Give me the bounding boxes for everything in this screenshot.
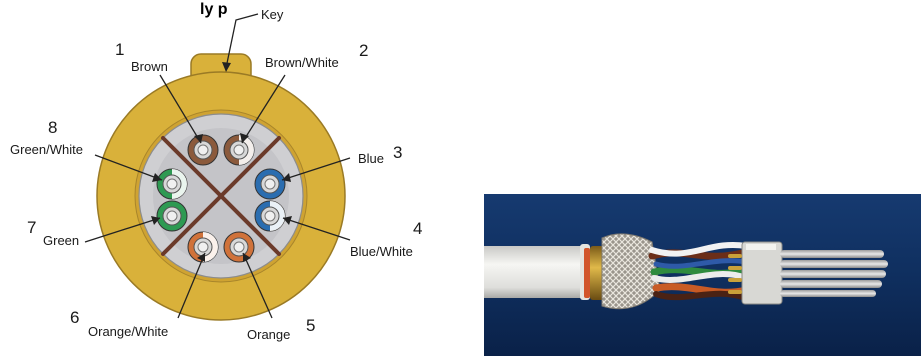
contact-pin xyxy=(780,280,882,288)
orange-ring xyxy=(584,248,590,298)
solder-cup xyxy=(728,290,742,294)
contact-pin xyxy=(780,290,876,297)
pin-4-contact xyxy=(255,201,285,231)
title-fragment: ly p xyxy=(200,1,228,18)
pin-core xyxy=(198,242,208,252)
connector-shell xyxy=(97,54,345,320)
pin-6-number: 6 xyxy=(70,308,79,327)
pin-7-contact xyxy=(157,201,187,231)
pin-core xyxy=(234,242,244,252)
contact-pin xyxy=(780,260,888,268)
contact-pin xyxy=(780,270,886,278)
pin-3-number: 3 xyxy=(393,143,402,162)
pin-2-contact xyxy=(224,135,254,165)
cable-jacket xyxy=(484,246,589,298)
contact-pin xyxy=(780,250,884,258)
pin-4-number: 4 xyxy=(413,219,422,238)
contact-insert xyxy=(742,242,782,304)
pin-3-label: Blue xyxy=(358,151,384,166)
pin-core xyxy=(265,179,275,189)
insert-highlight xyxy=(746,244,776,250)
pin-4-label: Blue/White xyxy=(350,244,413,259)
pin-1-label: Brown xyxy=(131,59,168,74)
pin-2-number: 2 xyxy=(359,41,368,60)
cable-photo xyxy=(484,194,921,356)
connector-pinout-diagram: ly p Key 1 Brown 2 xyxy=(0,0,480,356)
pin-8-contact xyxy=(157,169,187,199)
solder-cup xyxy=(728,266,742,270)
solder-cup xyxy=(728,278,742,282)
pin-5-label: Orange xyxy=(247,327,290,342)
pin-6-label: Orange/White xyxy=(88,324,168,339)
pin-8-label: Green/White xyxy=(10,142,83,157)
pin-8-number: 8 xyxy=(48,118,57,137)
pin-5-number: 5 xyxy=(306,316,315,335)
pin-7-number: 7 xyxy=(27,218,36,237)
pin-3-contact xyxy=(255,169,285,199)
solder-cup xyxy=(728,254,742,258)
pin-core xyxy=(234,145,244,155)
pin-core xyxy=(198,145,208,155)
pin-1-number: 1 xyxy=(115,40,124,59)
key-label: Key xyxy=(261,7,284,22)
pin-core xyxy=(167,179,177,189)
brown-wire xyxy=(656,294,746,298)
pin-core xyxy=(265,211,275,221)
pin-core xyxy=(167,211,177,221)
pin-7-label: Green xyxy=(43,233,79,248)
pin-1-contact xyxy=(188,135,218,165)
pin-2-label: Brown/White xyxy=(265,55,339,70)
